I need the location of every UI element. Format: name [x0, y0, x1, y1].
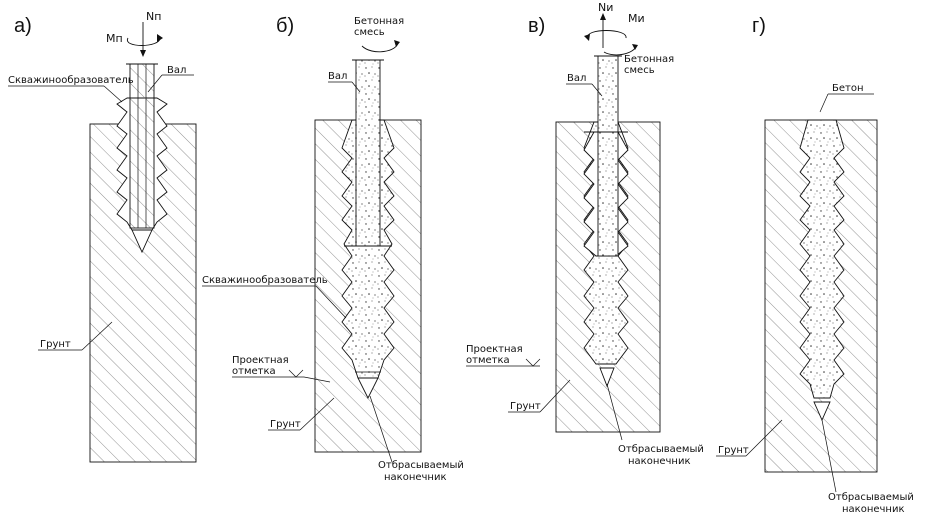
soil-label: Грунт: [270, 419, 301, 430]
auger-label: Скважинообразователь: [8, 75, 134, 86]
shaft: [597, 55, 619, 257]
concrete-mix-label-2: смесь: [354, 27, 385, 38]
concrete-pile: [799, 119, 845, 399]
design-mark-label-2: отметка: [466, 355, 510, 366]
design-mark-label-1: Проектная: [466, 344, 523, 355]
panel-b-label: б): [276, 15, 294, 37]
concrete-mix-label-1: Бетонная: [624, 54, 674, 65]
panel-g-label: г): [752, 15, 766, 37]
auger-label: Скважинообразователь: [202, 275, 328, 286]
shaft-label: Вал: [567, 73, 586, 84]
panel-v: в) Nи Mи Бетонная смесь Вал Проектная от…: [466, 1, 704, 467]
tip-cone: [131, 229, 153, 254]
shaft-label: Вал: [328, 71, 347, 82]
axial-force-label: Nп: [146, 10, 161, 23]
tip-cone: [813, 401, 831, 422]
soil-label: Грунт: [510, 401, 541, 412]
tip-label-2: наконечник: [842, 504, 905, 515]
axial-removal-label: Nи: [598, 1, 613, 14]
panel-a: а) Nп Mп Скважинообразователь Вал Грунт: [8, 10, 197, 463]
panel-g: г) Бетон Грунт Отбрасываемый наконечник: [716, 15, 914, 515]
moment-removal-label: Mи: [628, 12, 645, 25]
tip-label-1: Отбрасываемый: [828, 492, 914, 503]
panel-b: б) Бетонная смесь Вал Скважинообразовате…: [202, 15, 464, 483]
concrete-mix-label-2: смесь: [624, 65, 655, 76]
concrete-mix-label-1: Бетонная: [354, 16, 404, 27]
design-mark-label-1: Проектная: [232, 355, 289, 366]
shaft: [129, 63, 155, 229]
concrete-label: Бетон: [832, 83, 864, 94]
shaft-label: Вал: [167, 65, 186, 76]
tip-cone: [357, 377, 379, 400]
tip-label-1: Отбрасываемый: [378, 460, 464, 471]
tip-label-2: наконечник: [384, 472, 447, 483]
tip-cone: [599, 367, 615, 388]
design-mark-label-2: отметка: [232, 366, 276, 377]
soil-label: Грунт: [718, 445, 749, 456]
panel-a-label: а): [14, 15, 32, 37]
panel-v-label: в): [528, 15, 545, 37]
tip-label-2: наконечник: [628, 456, 691, 467]
soil-label: Грунт: [40, 339, 71, 350]
moment-label: Mп: [106, 32, 123, 45]
shaft: [355, 59, 381, 247]
tip-label-1: Отбрасываемый: [618, 444, 704, 455]
